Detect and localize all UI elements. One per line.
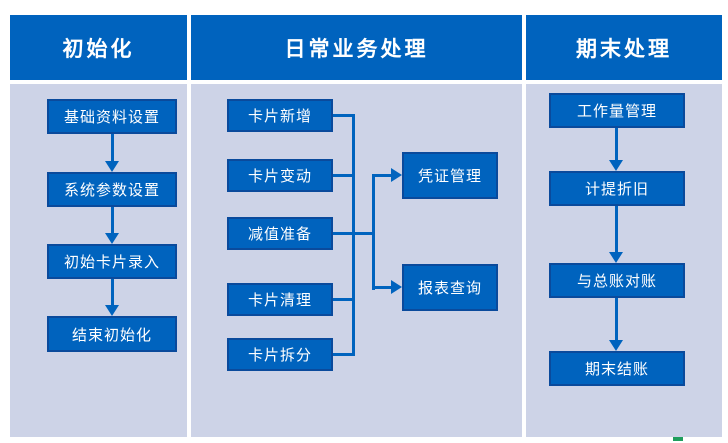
connector-line — [333, 174, 355, 177]
node-card-cleanup: 卡片清理 — [227, 283, 333, 316]
node-workload-management: 工作量管理 — [549, 93, 685, 128]
node-initial-card-entry: 初始卡片录入 — [47, 244, 177, 279]
node-impairment-provision: 减值准备 — [227, 217, 333, 250]
watermark-mark — [673, 437, 683, 441]
node-reconcile-general-ledger: 与总账对账 — [549, 263, 685, 298]
node-report-query: 报表查询 — [402, 264, 498, 311]
column-header-initialization: 初始化 — [10, 15, 187, 80]
connector-line — [615, 298, 618, 341]
arrow-down-icon — [105, 305, 119, 316]
arrow-down-icon — [105, 161, 119, 172]
connector-line — [111, 279, 114, 306]
connector-line — [111, 134, 114, 162]
connector-line — [372, 286, 392, 289]
node-finish-initialization: 结束初始化 — [47, 316, 177, 352]
connector-line — [333, 353, 355, 356]
arrow-right-icon — [391, 280, 402, 294]
node-card-add: 卡片新增 — [227, 99, 333, 132]
arrow-right-icon — [391, 168, 402, 182]
connector-line — [615, 206, 618, 253]
node-system-parameter-setup: 系统参数设置 — [47, 172, 177, 207]
connector-line — [372, 174, 392, 177]
node-card-change: 卡片变动 — [227, 159, 333, 192]
connector-line — [333, 114, 355, 117]
node-depreciation-accrual: 计提折旧 — [549, 171, 685, 206]
node-card-split: 卡片拆分 — [227, 338, 333, 371]
column-header-period-end: 期末处理 — [526, 15, 722, 80]
arrow-down-icon — [609, 160, 623, 171]
connector-line — [333, 298, 355, 301]
node-basic-data-setup: 基础资料设置 — [47, 99, 177, 134]
column-header-daily-business: 日常业务处理 — [191, 15, 522, 80]
connector-bus-line — [372, 174, 375, 290]
panel-daily-business — [191, 84, 522, 437]
arrow-down-icon — [609, 252, 623, 263]
arrow-down-icon — [609, 340, 623, 351]
connector-line — [111, 207, 114, 234]
arrow-down-icon — [105, 233, 119, 244]
connector-line — [615, 128, 618, 161]
node-voucher-management: 凭证管理 — [402, 152, 498, 199]
node-period-end-closing: 期末结账 — [549, 351, 685, 386]
connector-bus-line — [352, 114, 355, 356]
